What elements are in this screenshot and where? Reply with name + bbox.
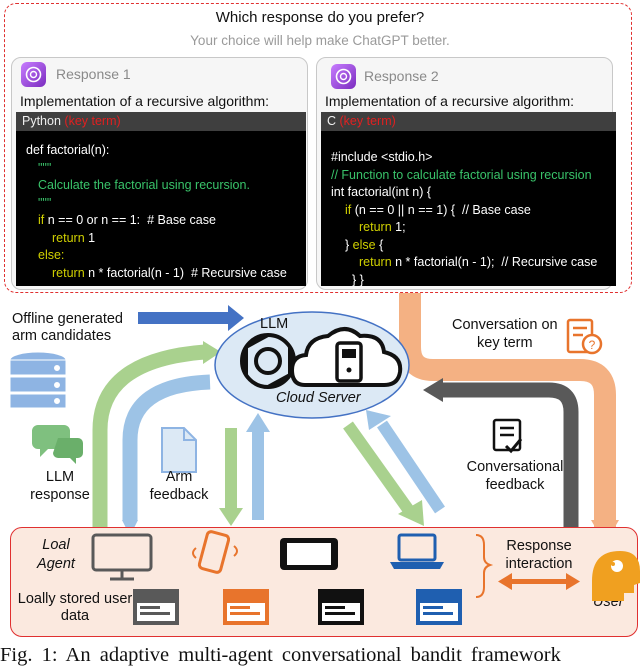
gray-arrowhead	[423, 378, 443, 402]
chatgpt-logo-icon	[21, 62, 46, 87]
chatgpt-logo-icon	[240, 333, 296, 389]
chatgpt-logo-icon	[331, 64, 356, 89]
green-arc-arrow	[92, 344, 206, 527]
checklist-icon	[492, 418, 523, 454]
offline-arrow-shaft	[138, 312, 230, 324]
blue-diagonal-arrow	[377, 420, 445, 514]
tablet-icon	[280, 538, 338, 570]
clapperboard-icon	[416, 589, 462, 625]
key-term-label-2: (key term)	[339, 114, 396, 128]
code-line: } else {	[345, 237, 384, 252]
database-icon	[9, 351, 67, 409]
code-line: if n == 0 or n == 1: # Base case	[38, 213, 216, 227]
green-vertical-arrow	[225, 428, 237, 510]
arm-feedback-label: Arm feedback	[149, 469, 209, 503]
code-line: else:	[38, 248, 65, 262]
bracket	[475, 534, 494, 598]
code-header-2: C (key term)	[321, 112, 616, 131]
figure-caption: Fig. 1: An adaptive multi-agent conversa…	[0, 644, 561, 666]
response-prompt-2: Implementation of a recursive algorithm:	[325, 93, 574, 109]
offline-arm-candidates-label: Offline generated arm candidates	[12, 311, 123, 344]
llm-label: LLM	[260, 316, 289, 332]
chat-bubbles-icon	[32, 425, 83, 464]
cloud-server-label: Cloud Server	[276, 390, 361, 406]
clapperboard-icon	[318, 589, 364, 625]
document-icon	[161, 427, 197, 473]
code-header-1: Python (key term)	[16, 112, 306, 131]
blue-vertical-arrow	[252, 430, 264, 520]
code-line: Calculate the factorial using recursion.	[38, 178, 250, 192]
phone-icon	[192, 530, 238, 574]
svg-text:?: ?	[589, 338, 596, 352]
response-prompt-1: Implementation of a recursive algorithm:	[20, 93, 269, 109]
cloud-server-icon	[289, 327, 403, 387]
offline-arrowhead	[228, 305, 244, 331]
laptop-icon	[390, 533, 444, 569]
code-block-2	[321, 131, 616, 286]
monitor-icon	[91, 533, 153, 581]
local-agent-label: Loal Agent	[37, 537, 75, 572]
clapperboard-icon	[223, 589, 269, 625]
green-arc-arrowhead	[203, 341, 221, 364]
green-diagonal-arrow	[343, 421, 415, 516]
local-data-label: Loally stored user data	[17, 591, 133, 624]
clapperboard-icon	[133, 589, 179, 625]
double-arrow	[498, 573, 580, 590]
survey-subtitle: Your choice will help make ChatGPT bette…	[190, 33, 450, 48]
code-line: return 1;	[359, 220, 406, 234]
response-title-2: Response 2	[364, 68, 439, 84]
code-line: """	[38, 160, 52, 175]
code-block-1	[16, 131, 306, 286]
code-line: return 1	[52, 230, 96, 245]
code-line: """	[38, 195, 52, 210]
code-line: int factorial(int n) {	[331, 185, 432, 199]
conversational-feedback-label: Conversational feedback	[466, 459, 564, 493]
code-line: // Function to calculate factorial using…	[331, 167, 592, 182]
gray-flow-arrow	[440, 382, 579, 527]
key-term-document-icon: ?	[566, 318, 603, 355]
key-term-label-1: (key term)	[64, 114, 121, 128]
code-line: } }	[352, 272, 364, 287]
code-line: return n * factorial(n - 1) # Recursive …	[52, 265, 287, 280]
survey-question: Which response do you prefer?	[215, 9, 425, 26]
code-language-1: Python	[22, 114, 61, 128]
code-language-2: C	[327, 114, 337, 128]
code-line: #include <stdio.h>	[331, 150, 433, 164]
code-line: def factorial(n):	[26, 143, 110, 157]
response-title-1: Response 1	[56, 66, 131, 82]
orange-flow-arrow	[399, 293, 616, 527]
code-line: if (n == 0 || n == 1) { // Base case	[345, 202, 531, 217]
blue-arc-arrow	[122, 374, 211, 520]
code-line: return n * factorial(n - 1); // Recursiv…	[359, 255, 598, 269]
llm-response-label: LLM response	[30, 469, 90, 503]
user-head-icon	[592, 551, 640, 601]
response-interaction-label: Response interaction	[505, 538, 573, 572]
conversation-key-term-label: Conversation on key term	[452, 317, 558, 351]
